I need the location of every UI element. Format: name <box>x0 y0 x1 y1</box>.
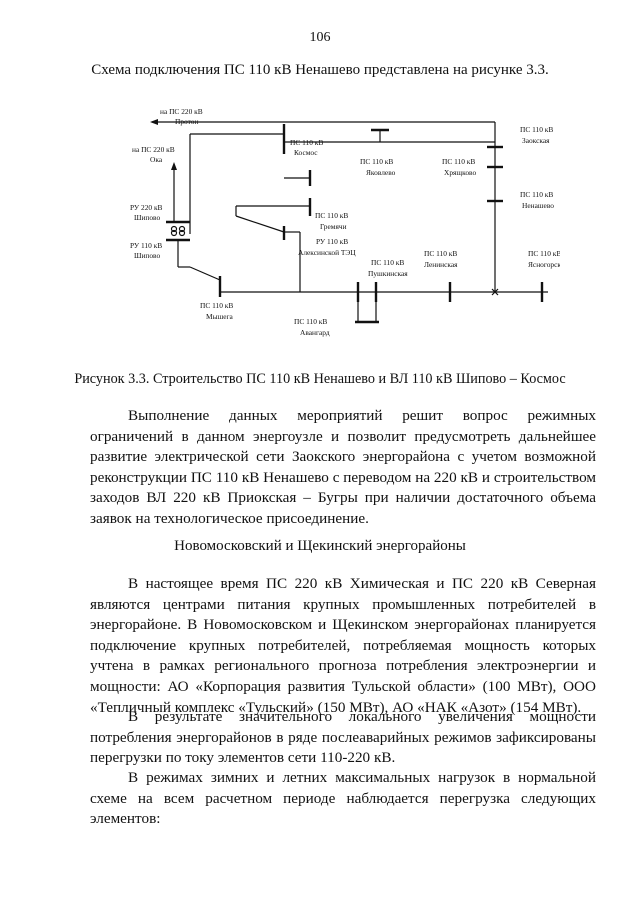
transformer-2-bottom <box>178 229 186 237</box>
label-proton: Протон <box>175 117 198 126</box>
label-hrushkovo-a: ПС 110 кВ <box>442 157 475 166</box>
lead-sentence: Схема подключения ПС 110 кВ Ненашево пре… <box>91 62 549 78</box>
line-aleksin-gremyachi <box>235 215 285 233</box>
paragraph-1-text: Выполнение данных мероприятий решит вопр… <box>90 407 596 527</box>
label-yakovlevo-b: Яковлево <box>366 168 396 177</box>
label-nenashevo-b: Ненашево <box>522 201 554 210</box>
label-myshega-b: Мышега <box>206 312 234 321</box>
transformer-2-top <box>178 225 186 233</box>
paragraph-4: В режимах зимних и летних максимальных н… <box>90 768 596 830</box>
label-myshega-a: ПС 110 кВ <box>200 301 233 310</box>
label-yakovlevo-a: ПС 110 кВ <box>360 157 393 166</box>
transformer-1-bottom <box>170 229 178 237</box>
line-shipovo-myshega <box>189 266 221 281</box>
paragraph-3: В результате значительного локального ув… <box>90 707 596 769</box>
label-pushkinskaya-a: ПС 110 кВ <box>371 258 404 267</box>
label-kosmos-a: ПС 110 кВ <box>290 138 323 147</box>
label-leninskaya-a: ПС 110 кВ <box>424 249 457 258</box>
paragraph-3-text: В результате значительного локального ув… <box>90 708 596 767</box>
label-ps220-oka: на ПС 220 кВ <box>132 145 175 154</box>
label-avangard-a: ПС 110 кВ <box>294 317 327 326</box>
label-yasnogorsk-a: ПС 110 кВ <box>528 249 560 258</box>
label-pushkinskaya-b: Пушкинская <box>368 269 408 278</box>
label-yasnogorsk-b: Ясногорск <box>528 260 560 269</box>
label-ru110: РУ 110 кВ <box>130 241 162 250</box>
grid-connection-diagram: на ПС 220 кВ Протон на ПС 220 кВ Ока РУ … <box>130 107 560 337</box>
arrow-oka <box>171 162 177 170</box>
label-shipovo-220: Шипово <box>134 213 161 222</box>
label-leninskaya-b: Ленинская <box>424 260 458 269</box>
label-hrushkovo-b: Хрящково <box>444 168 476 177</box>
label-zaokskaya-a: ПС 110 кВ <box>520 125 553 134</box>
paragraph-4-text: В режимах зимних и летних максимальных н… <box>90 769 596 828</box>
transformer-1-top <box>170 225 178 233</box>
paragraph-1: Выполнение данных мероприятий решит вопр… <box>90 406 596 530</box>
paragraph-2-text: В настоящее время ПС 220 кВ Химическая и… <box>90 575 596 716</box>
label-avangard-b: Авангард <box>300 328 330 337</box>
label-gremyachi-a: ПС 110 кВ <box>315 211 348 220</box>
break-mark-2 <box>491 288 499 296</box>
paragraph-2: В настоящее время ПС 220 кВ Химическая и… <box>90 574 596 718</box>
label-oka: Ока <box>150 155 163 164</box>
label-zaokskaya-b: Заокская <box>522 136 550 145</box>
label-ru220: РУ 220 кВ <box>130 203 163 212</box>
label-aleksin-a: РУ 110 кВ <box>316 237 348 246</box>
label-gremyachi-b: Гремячи <box>320 222 347 231</box>
label-aleksin-b: Алексинской ТЭЦ <box>298 248 356 257</box>
page-number: 106 <box>309 30 331 45</box>
label-nenashevo-a: ПС 110 кВ <box>520 190 553 199</box>
arrow-proton <box>150 119 158 125</box>
figure-caption: Рисунок 3.3. Строительство ПС 110 кВ Нен… <box>74 371 566 387</box>
section-subheading: Новомосковский и Щекинский энергорайоны <box>174 538 466 554</box>
label-kosmos-b: Космос <box>294 148 318 157</box>
label-ps220-proton: на ПС 220 кВ <box>160 107 203 116</box>
label-shipovo-110: Шипово <box>134 251 161 260</box>
